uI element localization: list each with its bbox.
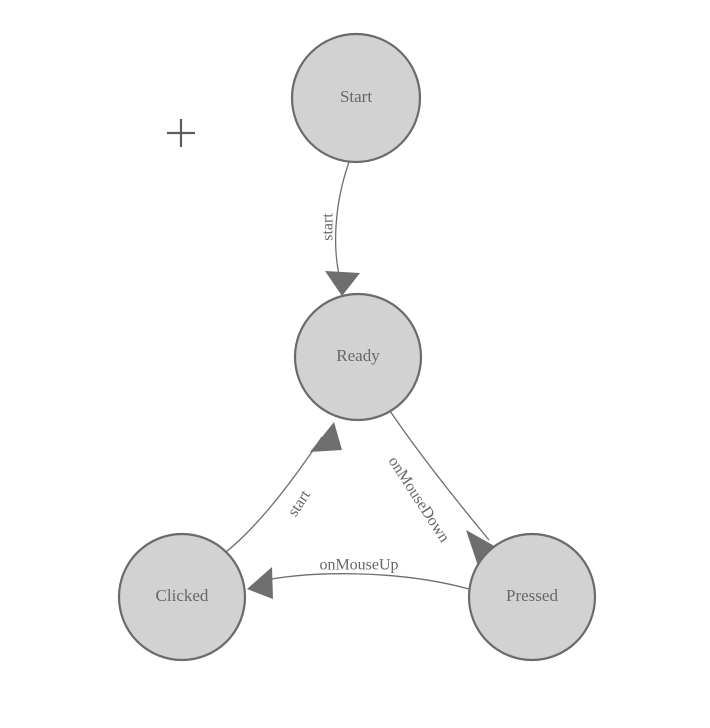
node-clicked[interactable]: Clicked [117,532,247,662]
crosshair-icon [167,119,195,147]
node-ready[interactable]: Ready [293,292,423,422]
node-ready-circle [293,292,423,422]
node-pressed-label: Pressed [506,586,558,605]
node-start[interactable]: Start [290,32,422,164]
node-clicked-label: Clicked [156,586,209,605]
node-ready-label: Ready [336,346,380,365]
edge-label-pressed-to-clicked: onMouseUp [319,557,398,574]
edge-ready-to-pressed-path [389,410,490,541]
edge-pressed-to-clicked[interactable]: onMouseUp [247,557,470,599]
node-clicked-circle [117,532,247,662]
node-start-circle [290,32,422,164]
edge-start-to-ready-path [334,161,350,284]
edge-label-start-to-ready: start [320,213,337,241]
edge-ready-to-pressed-arrowhead [466,530,498,566]
edge-clicked-to-ready-arrowhead [310,422,342,452]
edge-start-to-ready[interactable]: start [320,161,360,296]
edge-label-ready-to-pressed: onMouseDown [385,454,453,546]
node-start-label: Start [340,87,372,106]
edge-start-to-ready-arrowhead [325,271,360,296]
edge-ready-to-pressed[interactable]: onMouseDown [385,410,498,566]
node-pressed[interactable]: Pressed [467,532,597,662]
node-pressed-circle [467,532,597,662]
edge-label-clicked-to-ready: start [285,487,315,520]
edge-clicked-to-ready[interactable]: start [225,422,342,553]
edge-pressed-to-clicked-arrowhead [247,567,273,599]
edge-pressed-to-clicked-path [255,573,470,590]
